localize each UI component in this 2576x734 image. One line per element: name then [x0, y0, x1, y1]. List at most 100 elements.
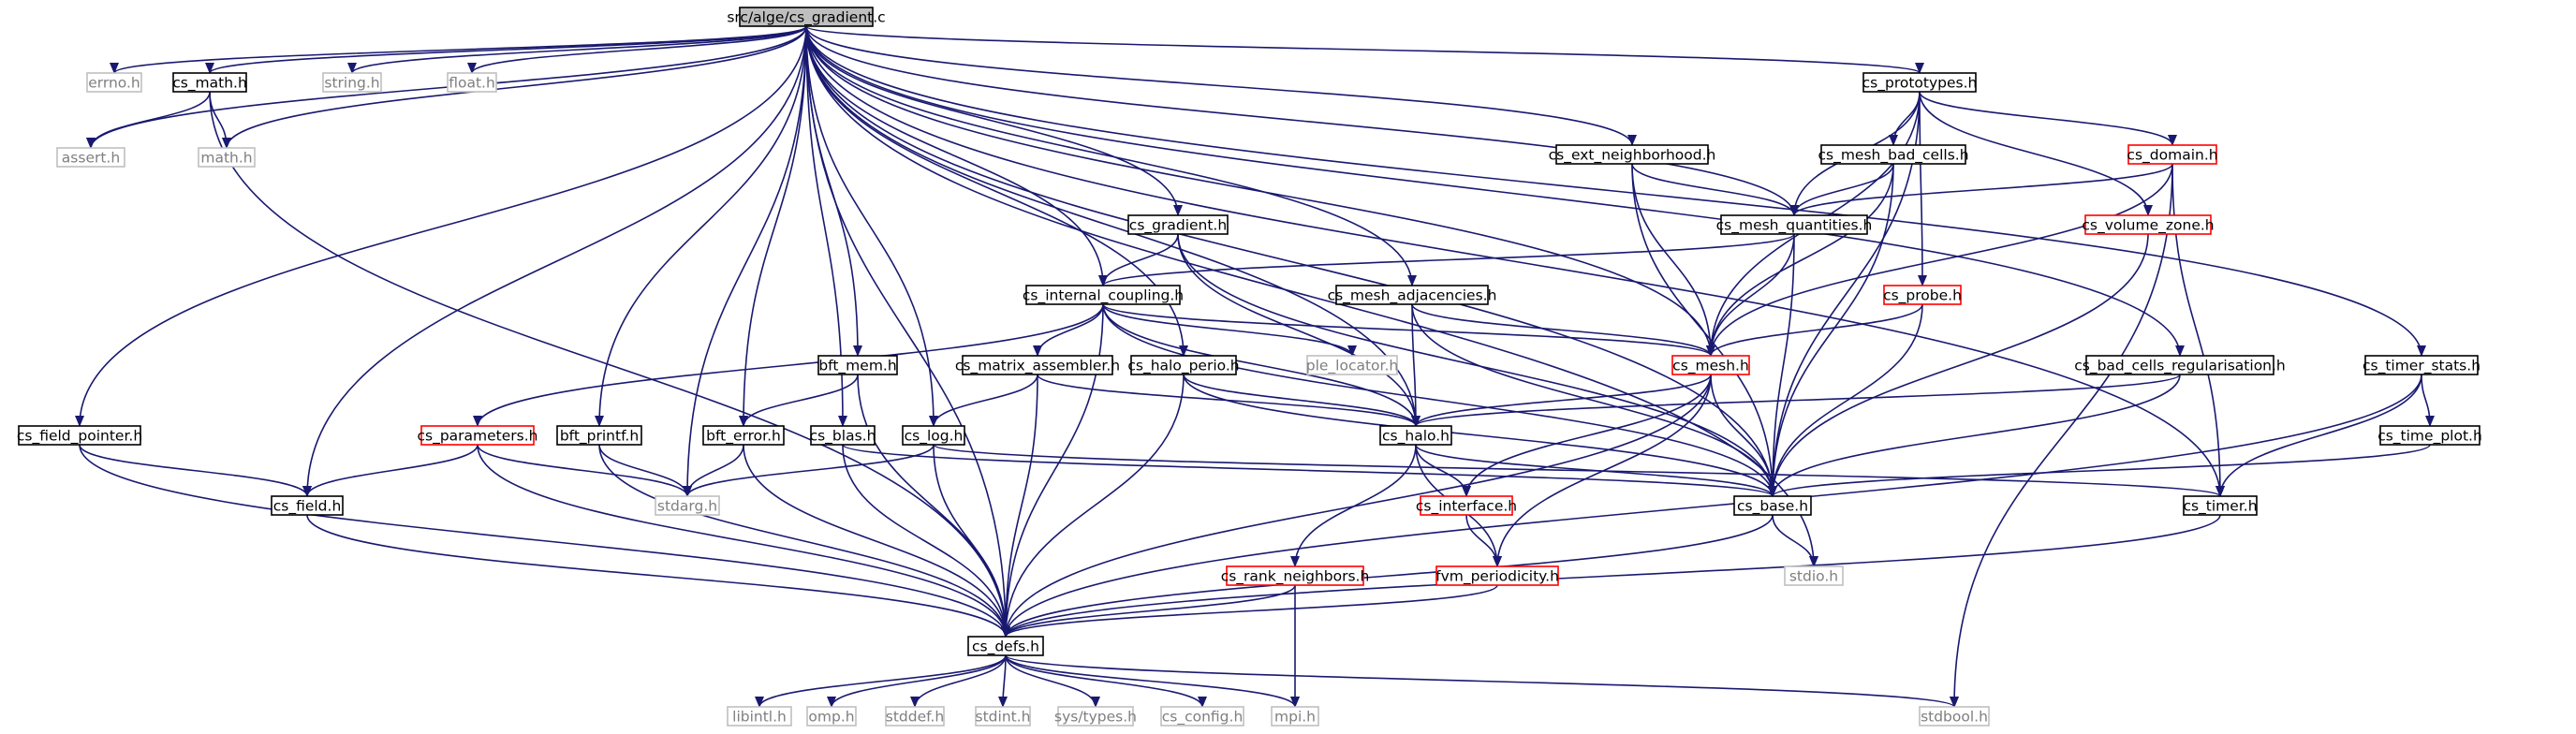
node-box-cs_bad_cells_regularisation_h: [2085, 355, 2274, 375]
node-box-cs_domain_h: [2127, 144, 2217, 165]
edge-cs_gradient_h-to-cs_internal_coupling_h: [1098, 233, 1179, 286]
edge-cs_parameters_h-to-cs_defs_h: [477, 444, 1010, 638]
node-cs_timer_stats_h[interactable]: cs_timer_stats.h: [2363, 355, 2480, 375]
node-box-cs_rank_neighbors_h: [1226, 565, 1364, 586]
node-cs_blas_h[interactable]: cs_blas.h: [810, 425, 876, 446]
node-box-cs_ext_neighborhood_h: [1555, 144, 1709, 165]
edge-cs_ext_neighborhood_h-to-cs_mesh_quantities_h: [1631, 163, 1799, 216]
node-label-cs_domain_h: cs_domain.h: [2127, 147, 2217, 165]
node-cs_gradient_c[interactable]: src/alge/cs_gradient.c: [727, 7, 886, 27]
node-cs_gradient_h[interactable]: cs_gradient.h: [1127, 214, 1229, 235]
edge-cs_volume_zone_h-to-cs_base_h: [1768, 233, 2149, 497]
node-label-cs_timer_h: cs_timer.h: [2183, 498, 2257, 516]
edge-fvm_periodicity_h-to-cs_defs_h: [1001, 584, 1498, 638]
node-cs_field_h[interactable]: cs_field.h: [271, 495, 344, 516]
edge-cs_internal_coupling_h-to-cs_mesh_h: [1102, 303, 1715, 357]
node-cs_parameters_h[interactable]: cs_parameters.h: [417, 425, 538, 446]
node-cs_mesh_quantities_h[interactable]: cs_mesh_quantities.h: [1716, 214, 1873, 235]
edge-cs_defs_h-to-stddef_h: [910, 654, 1007, 708]
edge-cs_base_h-to-cs_defs_h: [1001, 514, 1774, 638]
edge-cs_gradient_c-to-cs_mesh_adjacencies_h: [805, 25, 1417, 286]
node-cs_mesh_h[interactable]: cs_mesh.h: [1671, 355, 1750, 375]
node-box-cs_volume_zone_h: [2084, 214, 2212, 235]
node-cs_rank_neighbors_h[interactable]: cs_rank_neighbors.h: [1221, 565, 1370, 586]
node-cs_time_plot_h[interactable]: cs_time_plot.h: [2377, 425, 2482, 446]
node-box-cs_probe_h: [1883, 285, 1962, 305]
node-label-cs_gradient_c: src/alge/cs_gradient.c: [727, 9, 885, 27]
node-cs_ext_neighborhood_h[interactable]: cs_ext_neighborhood.h: [1549, 144, 1716, 165]
edge-cs_gradient_c-to-cs_mesh_h: [805, 25, 1715, 357]
node-label-cs_mesh_adjacencies_h: cs_mesh_adjacencies.h: [1328, 287, 1497, 305]
edge-cs_math_h-to-cs_defs_h: [209, 91, 1010, 638]
node-label-cs_blas_h: cs_blas.h: [810, 428, 876, 446]
node-cs_halo_h[interactable]: cs_halo.h: [1379, 425, 1452, 446]
edge-cs_log_h-to-cs_defs_h: [933, 444, 1010, 638]
node-box-float_h: [447, 72, 497, 93]
node-box-errno_h: [86, 72, 142, 93]
node-label-ple_locator_h: ple_locator.h: [1306, 358, 1399, 375]
node-label-cs_bad_cells_regularisation_h: cs_bad_cells_regularisation.h: [2074, 358, 2286, 375]
node-fvm_periodicity_h[interactable]: fvm_periodicity.h: [1435, 565, 1559, 586]
edge-cs_gradient_c-to-string_h: [347, 25, 807, 74]
node-label-cs_parameters_h: cs_parameters.h: [417, 428, 537, 446]
edge-cs_gradient_c-to-cs_field_pointer_h: [75, 25, 807, 427]
edge-bft_error_h-to-cs_defs_h: [743, 444, 1010, 638]
node-box-cs_internal_coupling_h: [1025, 285, 1181, 305]
node-bft_printf_h[interactable]: bft_printf.h: [556, 425, 642, 446]
node-cs_base_h[interactable]: cs_base.h: [1733, 495, 1812, 516]
node-box-sys_types_h: [1057, 706, 1134, 727]
node-cs_timer_h[interactable]: cs_timer.h: [2183, 495, 2258, 516]
node-label-cs_mesh_h: cs_mesh.h: [1672, 358, 1749, 375]
edge-cs_mesh_bad_cells_h-to-cs_base_h: [1768, 163, 1894, 497]
edge-cs_mesh_quantities_h-to-cs_mesh_h: [1706, 233, 1795, 357]
node-label-bft_mem_h: bft_mem.h: [818, 358, 896, 375]
edge-cs_field_h-to-cs_defs_h: [306, 514, 1010, 638]
node-label-math_h: math.h: [200, 150, 252, 167]
node-cs_field_pointer_h[interactable]: cs_field_pointer.h: [17, 425, 142, 446]
node-box-stdarg_h: [655, 495, 720, 516]
node-cs_log_h[interactable]: cs_log.h: [902, 425, 965, 446]
edge-cs_ext_neighborhood_h-to-cs_mesh_h: [1631, 163, 1715, 357]
node-box-cs_field_h: [271, 495, 344, 516]
node-box-cs_timer_h: [2183, 495, 2258, 516]
node-cs_math_h[interactable]: cs_math.h: [172, 72, 247, 93]
node-cs_matrix_assembler_h[interactable]: cs_matrix_assembler.h: [955, 355, 1120, 375]
node-cs_domain_h[interactable]: cs_domain.h: [2127, 144, 2218, 165]
edge-cs_gradient_c-to-cs_base_h: [805, 25, 1777, 497]
node-bft_error_h[interactable]: bft_error.h: [702, 425, 785, 446]
node-label-string_h: string.h: [324, 75, 379, 92]
node-cs_interface_h[interactable]: cs_interface.h: [1416, 495, 1517, 516]
node-box-cs_matrix_assembler_h: [962, 355, 1113, 375]
node-assert_h: assert.h: [56, 147, 125, 168]
node-bft_mem_h[interactable]: bft_mem.h: [817, 355, 898, 375]
node-box-stdbool_h: [1919, 706, 1990, 727]
node-cs_probe_h[interactable]: cs_probe.h: [1883, 285, 1962, 305]
node-box-stdio_h: [1784, 565, 1844, 586]
edge-cs_gradient_c-to-cs_gradient_h: [805, 25, 1183, 216]
node-box-cs_gradient_h: [1127, 214, 1229, 235]
node-cs_bad_cells_regularisation_h[interactable]: cs_bad_cells_regularisation.h: [2074, 355, 2286, 375]
edge-cs_defs_h-to-libintl_h: [755, 654, 1007, 708]
node-cs_volume_zone_h[interactable]: cs_volume_zone.h: [2082, 214, 2215, 235]
node-label-stdbool_h: stdbool.h: [1921, 709, 1988, 726]
edge-cs_gradient_c-to-cs_halo_h: [805, 25, 1420, 427]
node-label-cs_math_h: cs_math.h: [172, 75, 247, 93]
node-label-stdint_h: stdint.h: [976, 709, 1031, 726]
node-cs_halo_perio_h[interactable]: cs_halo_perio.h: [1127, 355, 1240, 375]
node-label-cs_matrix_assembler_h: cs_matrix_assembler.h: [955, 358, 1120, 375]
node-label-cs_config_h: cs_config.h: [1162, 709, 1244, 727]
node-box-cs_parameters_h: [420, 425, 535, 446]
node-cs_defs_h[interactable]: cs_defs.h: [967, 636, 1044, 656]
node-label-cs_rank_neighbors_h: cs_rank_neighbors.h: [1221, 568, 1370, 586]
edge-cs_internal_coupling_h-to-cs_halo_h: [1102, 303, 1420, 427]
edge-cs_field_pointer_h-to-cs_field_h: [79, 444, 312, 497]
node-box-cs_time_plot_h: [2379, 425, 2480, 446]
node-cs_prototypes_h[interactable]: cs_prototypes.h: [1862, 72, 1978, 93]
node-cs_mesh_adjacencies_h[interactable]: cs_mesh_adjacencies.h: [1328, 285, 1497, 305]
node-label-stddef_h: stddef.h: [886, 709, 944, 726]
edge-cs_defs_h-to-omp_h: [827, 654, 1007, 708]
node-label-cs_volume_zone_h: cs_volume_zone.h: [2082, 217, 2214, 235]
node-cs_internal_coupling_h[interactable]: cs_internal_coupling.h: [1023, 285, 1184, 305]
node-cs_mesh_bad_cells_h[interactable]: cs_mesh_bad_cells.h: [1818, 144, 1969, 165]
node-box-cs_blas_h: [810, 425, 876, 446]
